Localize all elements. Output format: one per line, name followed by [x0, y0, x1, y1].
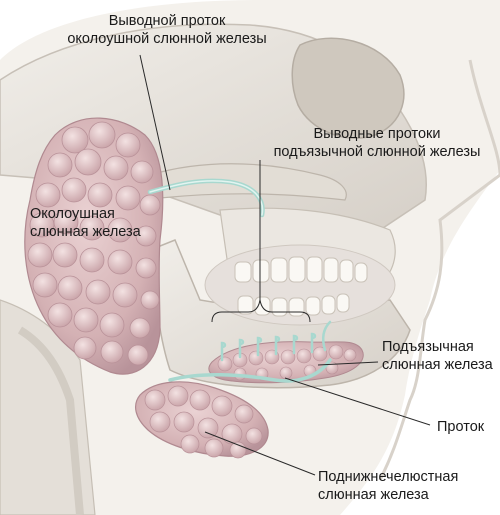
leader-submandibular-gland: [204, 431, 316, 476]
leader-parotid-duct: [139, 54, 171, 191]
submandibular-duct: [168, 358, 332, 383]
leader-duct: [284, 377, 431, 426]
label-duct-line1: Проток: [437, 419, 485, 435]
label-sublingual-ducts-line1: Выводные протоки: [313, 126, 441, 142]
parotid-lobules: [27, 121, 161, 366]
orbit: [291, 37, 405, 139]
label-sublingual-gland-line2: слюнная железа: [382, 357, 493, 373]
label-parotid-duct-line1: Выводной проток: [108, 13, 226, 29]
label-parotid-duct: Выводной проток околоушной слюнной желез…: [62, 12, 272, 48]
label-sublingual-gland-line1: Подъязычная: [382, 339, 474, 355]
zygomatic-arch: [149, 163, 347, 201]
upper-teeth: [234, 256, 368, 283]
sublingual-ducts-brace: [211, 299, 311, 323]
label-submandibular-gland: Поднижнечелюстная слюнная железа: [318, 468, 458, 504]
submandibular-lobules: [144, 385, 263, 459]
leader-lines: [139, 54, 431, 476]
label-sublingual-ducts: Выводные протоки подъязычной слюнной жел…: [262, 125, 492, 161]
label-parotid-gland-line1: Околоушная: [30, 206, 115, 222]
sublingual-ducts: [220, 320, 332, 362]
label-parotid-gland-line2: слюнная железа: [30, 224, 141, 240]
label-sublingual-ducts-line2: подъязычной слюнной железы: [273, 144, 481, 160]
spinal-column-stripe: [17, 326, 84, 515]
label-parotid-gland: Околоушная слюнная железа: [30, 205, 141, 241]
label-duct: Проток: [437, 418, 484, 436]
label-submandibular-gland-line2: слюнная железа: [318, 487, 429, 503]
face-profile: [378, 59, 500, 481]
label-sublingual-gland: Подъязычная слюнная железа: [382, 338, 493, 374]
label-submandibular-gland-line1: Поднижнечелюстная: [318, 469, 459, 485]
leader-sublingual-gland: [317, 361, 379, 366]
sublingual-lobules: [217, 344, 357, 381]
label-parotid-duct-line2: околоушной слюнной железы: [67, 31, 267, 47]
